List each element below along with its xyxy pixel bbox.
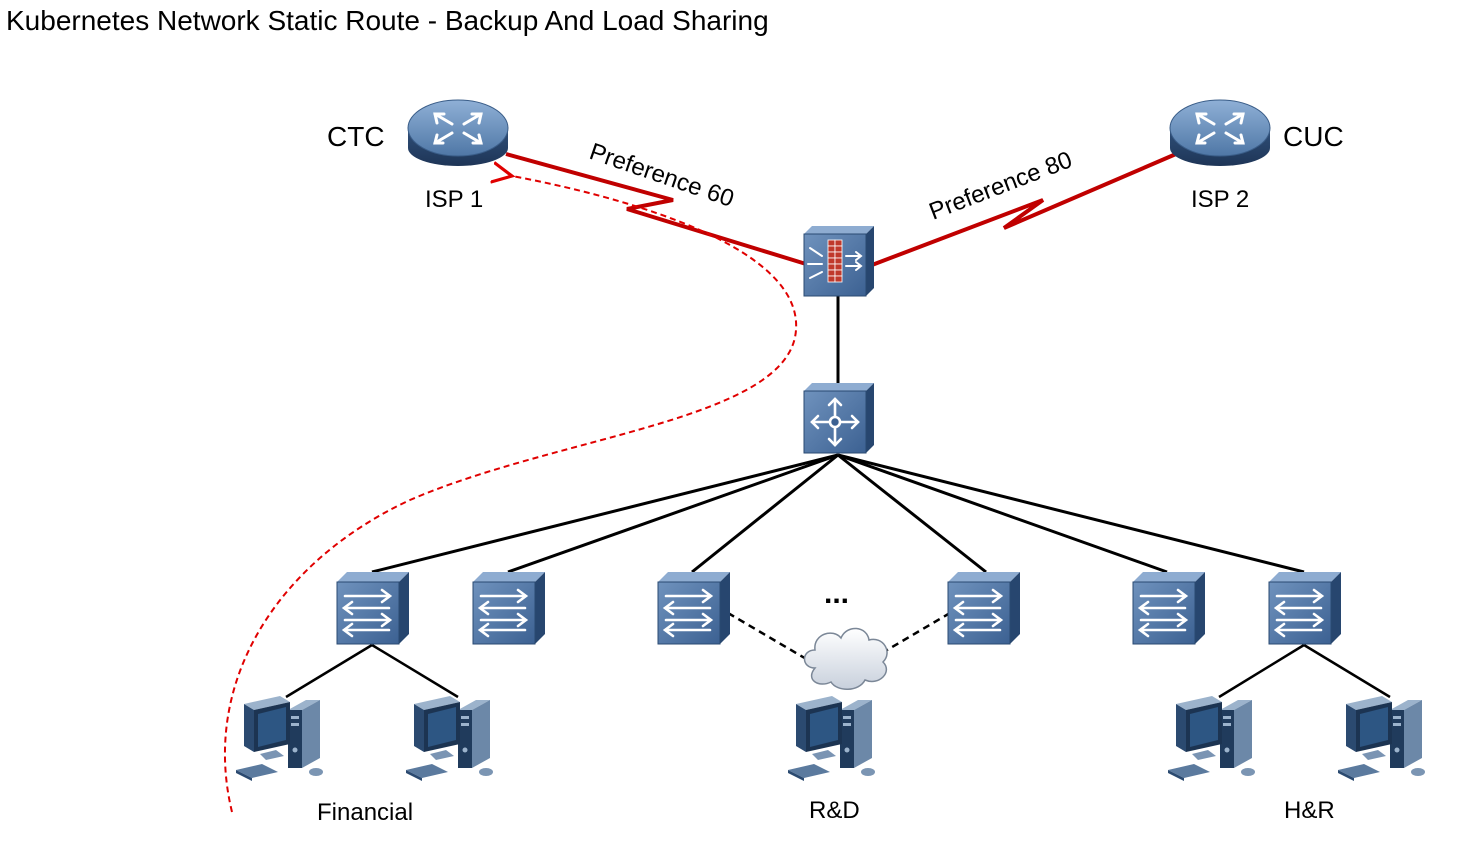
isp2-wan-link (871, 152, 1177, 267)
cloud-icon (803, 627, 888, 690)
isp2-router-icon (1169, 99, 1271, 166)
group-label-hr: H&R (1284, 797, 1335, 824)
pc-icon-financial-2 (406, 696, 493, 781)
access-switch-hr-1 (1131, 570, 1207, 646)
isp1-router-icon (407, 99, 509, 166)
pc-icon-financial-1 (236, 696, 323, 781)
isp2-label: ISP 2 (1191, 186, 1249, 213)
access-switch-rd-2 (946, 570, 1022, 646)
core-access-links (371, 453, 1305, 574)
firewall-icon (803, 226, 874, 297)
pc-icon-rd (788, 696, 875, 781)
access-switch-financial-2 (471, 570, 547, 646)
isp1-wan-link (505, 152, 807, 266)
isp2-preference-label: Preference 80 (925, 146, 1075, 225)
group-label-financial: Financial (317, 799, 413, 826)
isp1-label: ISP 1 (425, 186, 483, 213)
isp2-name: CUC (1283, 121, 1344, 152)
isp1-name: CTC (327, 121, 385, 152)
diagram-title: Kubernetes Network Static Route - Backup… (6, 5, 769, 36)
group-label-rd: R&D (809, 797, 860, 824)
access-switch-hr-2 (1267, 570, 1343, 646)
core-switch-icon (803, 383, 874, 454)
pc-icon-hr-1 (1168, 696, 1255, 781)
switch-ellipsis: ... (824, 577, 849, 610)
access-pc-links (285, 643, 1391, 699)
pc-icon-hr-2 (1338, 696, 1425, 781)
backup-route-path (223, 176, 798, 813)
access-switch-financial-1 (335, 570, 411, 646)
access-switch-rd-1 (656, 570, 732, 646)
